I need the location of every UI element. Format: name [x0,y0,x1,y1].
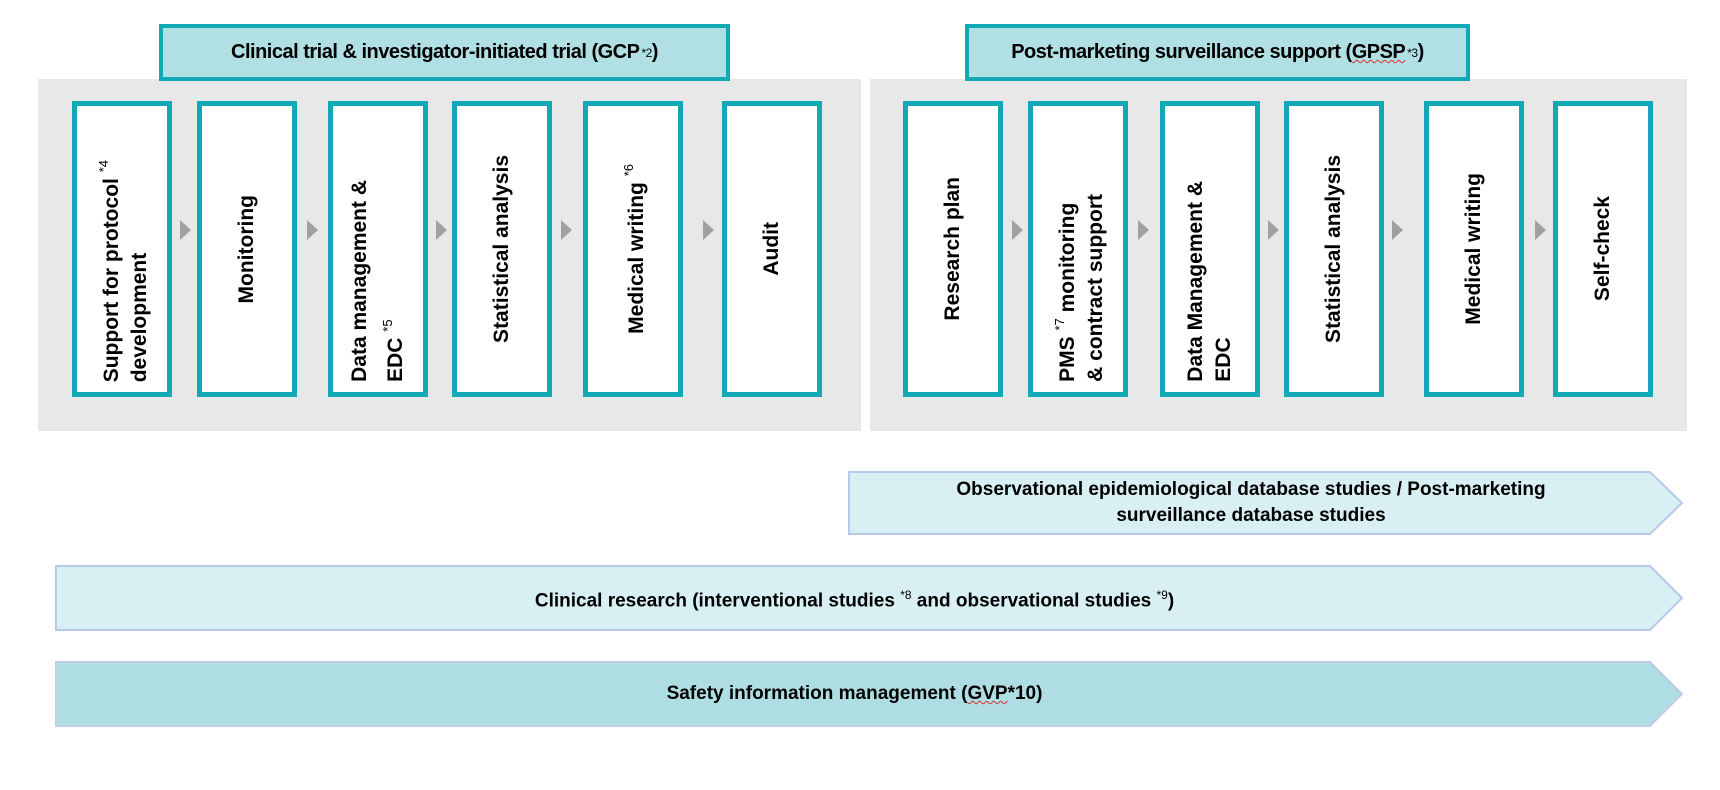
post-marketing-header: Post-marketing surveillance support (GPS… [965,24,1470,81]
step-statistical-analysis-pms: Statistical analysis [1284,101,1384,397]
flow-arrow-icon [180,220,191,240]
step-research-plan: Research plan [903,101,1003,397]
step-data-management-edc: Data Management &EDC [1160,101,1260,397]
arrow-bar-shape [55,565,1684,631]
flow-arrow-icon [561,220,572,240]
post-marketing-panel [870,79,1687,431]
flow-arrow-icon [307,220,318,240]
arrow-bar-shape [848,471,1684,535]
step-medical-writing: Medical writing *6 [583,101,683,397]
arrow-bar-shape [55,661,1684,727]
step-pms-monitoring: PMS *7 monitoring& contract support [1028,101,1128,397]
step-audit: Audit [722,101,822,397]
safety-information-bar: Safety information management (GVP*10) [55,661,1684,727]
observational-studies-bar: Observational epidemiological database s… [848,471,1684,535]
step-monitoring: Monitoring [197,101,297,397]
step-self-check: Self-check [1553,101,1653,397]
clinical-research-bar: Clinical research (interventional studie… [55,565,1684,631]
flow-arrow-icon [1392,220,1403,240]
flow-arrow-icon [1012,220,1023,240]
flow-arrow-icon [1268,220,1279,240]
step-statistical-analysis: Statistical analysis [452,101,552,397]
flow-arrow-icon [1138,220,1149,240]
flow-arrow-icon [436,220,447,240]
flow-arrow-icon [1535,220,1546,240]
clinical-trial-header: Clinical trial & investigator-initiated … [159,24,730,81]
step-data-management: Data management &EDC *5 [328,101,428,397]
flow-arrow-icon [703,220,714,240]
step-medical-writing-pms: Medical writing [1424,101,1524,397]
